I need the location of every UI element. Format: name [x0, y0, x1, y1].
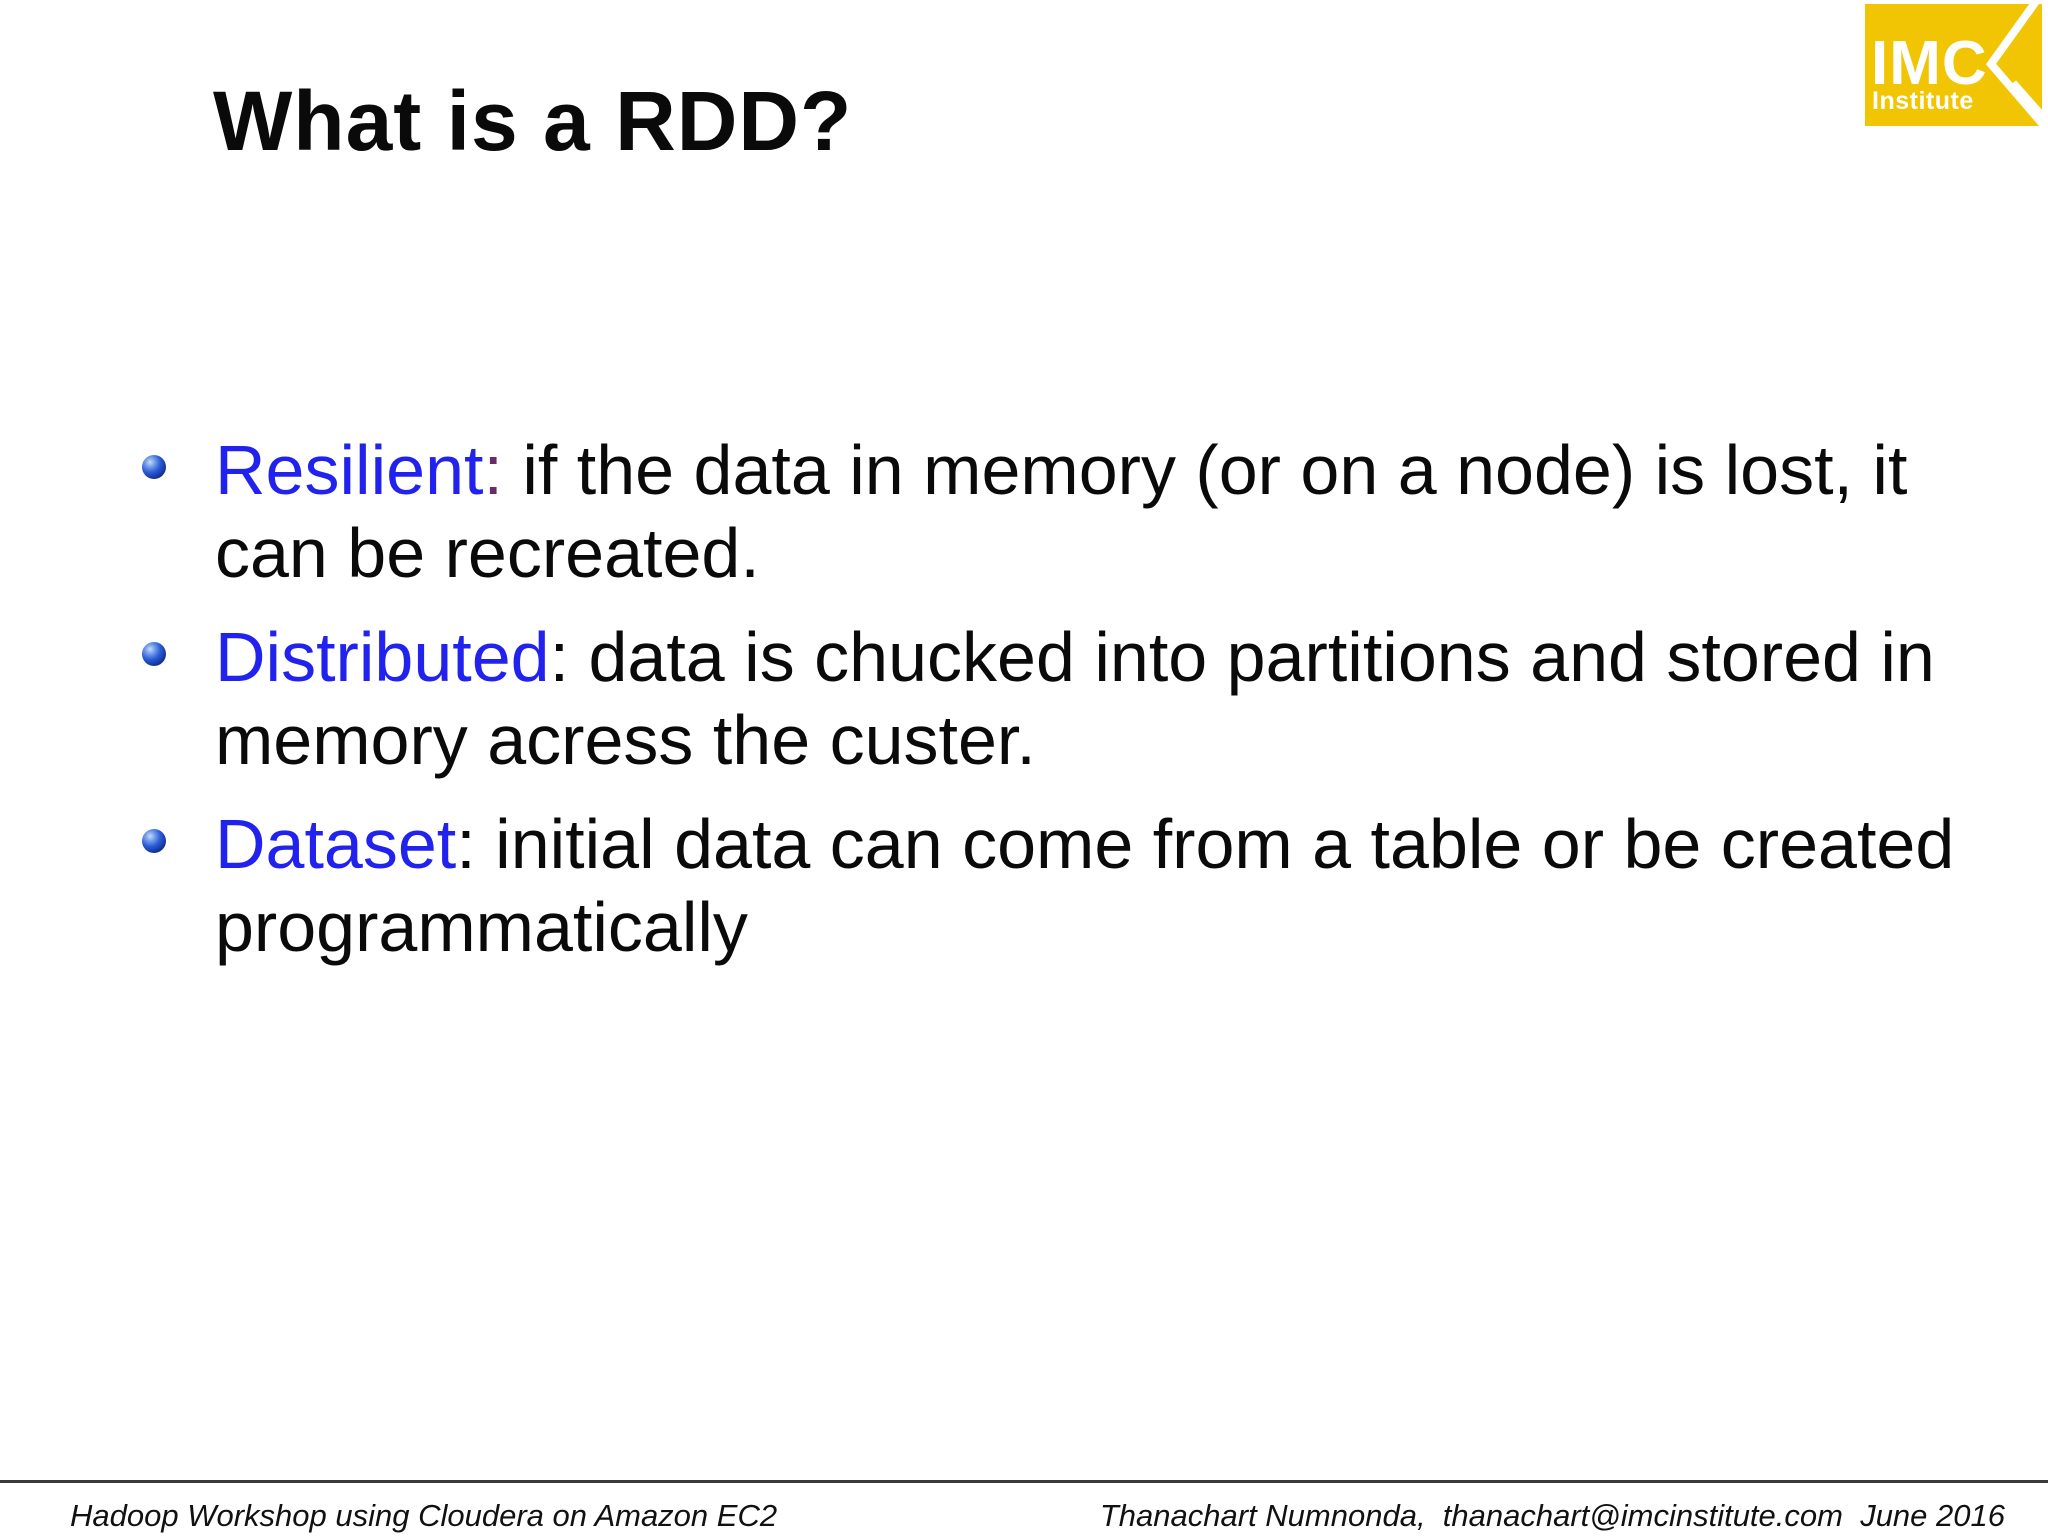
footer-workshop-title: Hadoop Workshop using Cloudera on Amazon…	[70, 1498, 778, 1533]
bullet-line-1: Resilient: if the data in memory (or on …	[215, 429, 1975, 512]
chevron-left-icon	[1985, 4, 2042, 126]
bullet-item-dataset: Dataset: initial data can come from a ta…	[142, 803, 1975, 969]
bullet-line-1: Dataset: initial data can come from a ta…	[215, 803, 1975, 886]
bullet-list: Resilient: if the data in memory (or on …	[142, 429, 1975, 990]
sphere-bullet-icon	[142, 455, 166, 479]
bullet-item-distributed: Distributed: data is chucked into partit…	[142, 616, 1975, 782]
bullet-colon: :	[549, 618, 570, 696]
footer-author-info: Thanachart Numnonda, thanachart@imcinsti…	[1099, 1498, 2005, 1533]
bullet-line-2: programmatically	[215, 888, 748, 966]
footer-divider	[0, 1480, 2048, 1483]
bullet-term: Dataset	[215, 805, 457, 883]
bullet-line-2: can be recreated.	[215, 514, 760, 592]
logo-text-imc: IMC	[1871, 29, 1988, 98]
bullet-line-2: memory acress the custer.	[215, 701, 1036, 779]
bullet-text: data is chucked into partitions and stor…	[569, 618, 1935, 696]
bullet-text: initial data can come from a table or be…	[475, 805, 1955, 883]
bullet-colon: :	[483, 431, 503, 509]
bullet-term: Distributed	[215, 618, 550, 696]
bullet-text: if the data in memory (or on a node) is …	[502, 431, 1908, 509]
sphere-bullet-icon	[142, 642, 166, 666]
bullet-colon: :	[456, 805, 476, 883]
sphere-bullet-icon	[142, 829, 166, 853]
bullet-line-1: Distributed: data is chucked into partit…	[215, 616, 1975, 699]
bullet-item-resilient: Resilient: if the data in memory (or on …	[142, 429, 1975, 595]
logo-text-institute: Institute	[1872, 87, 1974, 115]
bullet-term: Resilient	[215, 431, 484, 509]
page-title: What is a RDD?	[213, 74, 853, 168]
imc-institute-logo: IMC Institute	[1865, 4, 2042, 126]
